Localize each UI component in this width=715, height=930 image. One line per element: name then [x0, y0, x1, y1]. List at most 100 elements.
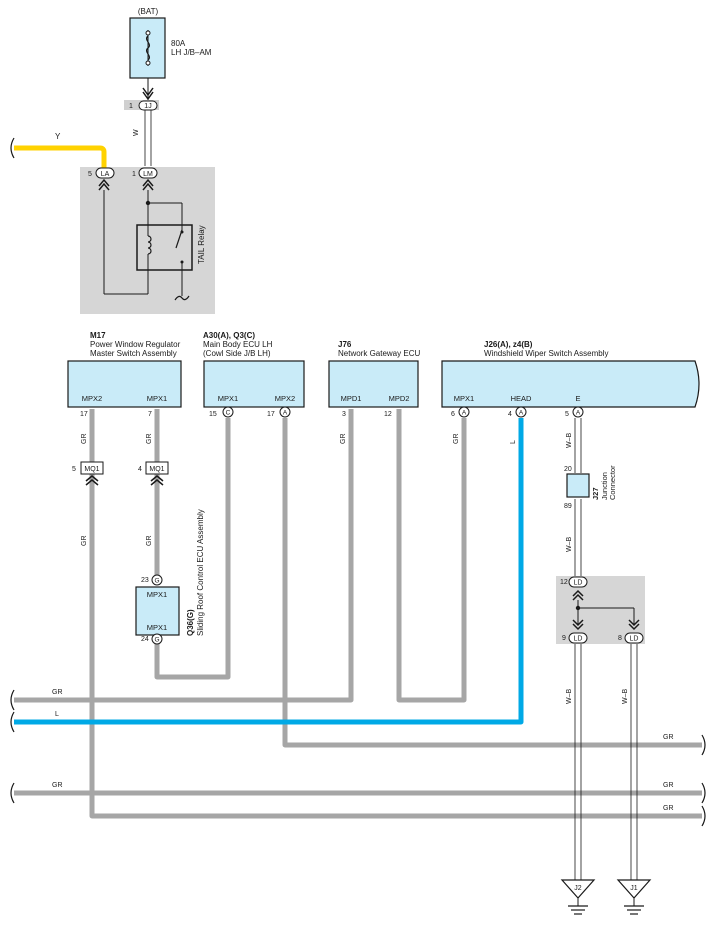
svg-text:23: 23	[141, 577, 149, 584]
svg-text:3: 3	[342, 411, 346, 418]
svg-text:L: L	[55, 711, 59, 718]
svg-text:MPX2: MPX2	[82, 394, 102, 403]
connector-mq1-right	[145, 461, 169, 475]
svg-text:GR: GR	[81, 536, 88, 547]
yellow-wire	[14, 145, 107, 168]
svg-text:GR: GR	[52, 782, 63, 789]
svg-text:MPD1: MPD1	[341, 394, 362, 403]
svg-text:A: A	[519, 410, 524, 417]
connector-la	[95, 167, 115, 179]
svg-text:G: G	[154, 578, 159, 585]
svg-text:5: 5	[88, 171, 92, 178]
fuse-icon	[145, 35, 151, 61]
q36-id: Q36(G)	[186, 609, 195, 636]
svg-text:Master Switch Assembly: Master Switch Assembly	[90, 349, 177, 358]
svg-text:MPX2: MPX2	[275, 394, 295, 403]
svg-text:GR: GR	[52, 689, 63, 696]
wire-w-label: W	[133, 129, 140, 136]
svg-text:MPX1: MPX1	[147, 590, 167, 599]
j26-box	[441, 360, 700, 408]
svg-text:LD: LD	[574, 636, 583, 643]
m17-box	[67, 360, 182, 408]
wire-break-right-1	[701, 734, 706, 756]
svg-text:GR: GR	[146, 536, 153, 547]
svg-text:A: A	[283, 410, 288, 417]
svg-text:W–B: W–B	[566, 433, 573, 449]
a30-id: A30(A), Q3(C)	[203, 331, 255, 340]
svg-text:8: 8	[618, 635, 622, 642]
wire-break-relay	[174, 295, 190, 301]
wire-j76-mpd1	[14, 409, 354, 703]
ground-j2	[560, 879, 596, 915]
svg-text:5: 5	[565, 411, 569, 418]
svg-text:17: 17	[267, 411, 275, 418]
svg-text:20: 20	[564, 466, 572, 473]
m17-id: M17	[90, 331, 106, 340]
pin-j26-6a	[458, 406, 470, 418]
svg-text:1J: 1J	[144, 103, 151, 110]
wire-break-left-1	[10, 689, 15, 711]
relay-body	[136, 224, 193, 271]
wire-q36-a30	[154, 418, 231, 680]
svg-text:1: 1	[132, 171, 136, 178]
pin-q36-23g	[151, 574, 163, 586]
wire-m17-mpx2	[89, 409, 702, 819]
svg-text:A: A	[576, 410, 581, 417]
svg-text:5: 5	[72, 466, 76, 473]
wire-break-right-2	[701, 782, 706, 804]
q36-box	[135, 586, 180, 636]
svg-text:GR: GR	[453, 434, 460, 445]
svg-text:LD: LD	[630, 636, 639, 643]
svg-text:W–B: W–B	[566, 689, 573, 705]
svg-text:Connector: Connector	[608, 465, 617, 500]
svg-text:A: A	[462, 410, 467, 417]
bat-label: (BAT)	[138, 7, 159, 16]
svg-text:Network Gateway ECU: Network Gateway ECU	[338, 349, 420, 358]
j76-id: J76	[338, 340, 352, 349]
svg-text:6: 6	[451, 411, 455, 418]
svg-text:Power Window Regulator: Power Window Regulator	[90, 340, 181, 349]
svg-text:4: 4	[138, 466, 142, 473]
svg-text:MQ1: MQ1	[84, 466, 99, 473]
svg-text:89: 89	[564, 503, 572, 510]
j27-id: J27	[591, 487, 600, 500]
svg-text:9: 9	[562, 635, 566, 642]
svg-text:GR: GR	[663, 782, 674, 789]
svg-text:GR: GR	[81, 434, 88, 445]
svg-text:E: E	[575, 394, 580, 403]
ground-j2-label: J2	[574, 885, 582, 892]
fuse-location: LH J/B–AM	[171, 48, 212, 57]
pin-j26-5a	[572, 406, 584, 418]
svg-text:LD: LD	[574, 580, 583, 587]
svg-text:G: G	[154, 637, 159, 644]
wire-head-l	[14, 418, 524, 725]
svg-text:MQ1: MQ1	[149, 466, 164, 473]
svg-text:Junction: Junction	[600, 472, 609, 500]
wire-a30-mpx2	[282, 418, 702, 748]
q36-name: Sliding Roof Control ECU Assembly	[196, 509, 205, 636]
svg-text:MPX1: MPX1	[147, 394, 167, 403]
svg-text:C: C	[226, 410, 231, 417]
wire-break-left-2	[10, 711, 15, 733]
pin-q36-24g	[151, 633, 163, 645]
svg-text:MPX1: MPX1	[454, 394, 474, 403]
svg-text:W–B: W–B	[566, 537, 573, 553]
connector-lm	[138, 167, 158, 179]
svg-text:MPX1: MPX1	[147, 623, 167, 632]
j27-box	[566, 473, 590, 498]
svg-text:GR: GR	[146, 434, 153, 445]
j26-id: J26(A), z4(B)	[484, 340, 533, 349]
svg-text:MPD2: MPD2	[389, 394, 410, 403]
svg-text:15: 15	[209, 411, 217, 418]
svg-text:GR: GR	[340, 434, 347, 445]
svg-text:12: 12	[384, 411, 392, 418]
svg-text:4: 4	[508, 411, 512, 418]
svg-text:W–B: W–B	[622, 689, 629, 705]
svg-text:GR: GR	[663, 805, 674, 812]
wire-break-left-3	[10, 782, 15, 804]
connector-ld-12	[568, 576, 588, 588]
svg-text:HEAD: HEAD	[511, 394, 532, 403]
wire-break-left-y	[10, 137, 15, 159]
connector-1j	[138, 100, 158, 111]
svg-text:MPX1: MPX1	[218, 394, 238, 403]
